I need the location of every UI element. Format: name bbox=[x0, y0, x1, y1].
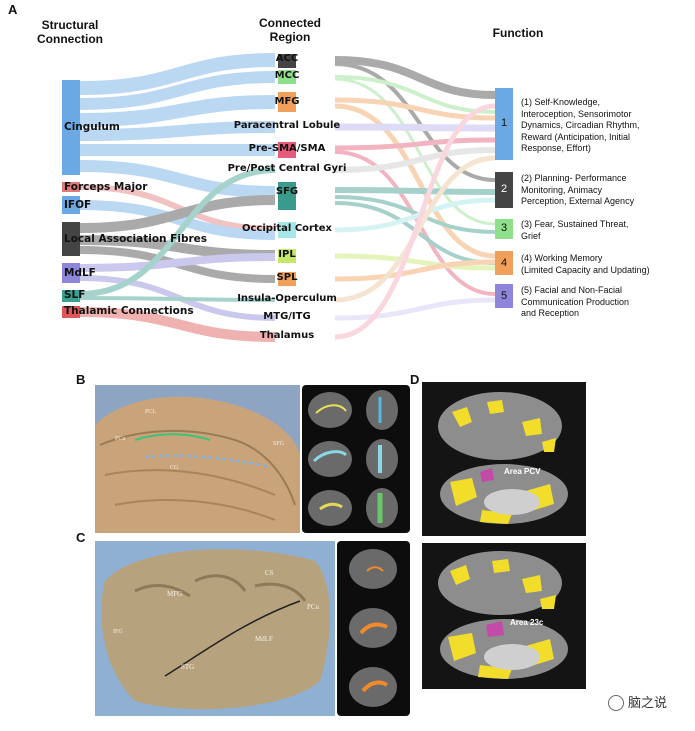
source-node-slf bbox=[62, 290, 80, 302]
flow-forceps-occipital bbox=[79, 184, 276, 232]
source-node-cingulum bbox=[62, 80, 80, 175]
region-node-acc bbox=[278, 54, 296, 68]
region-node-mcc bbox=[278, 70, 296, 84]
region-node-ipl bbox=[278, 249, 296, 263]
flow-mdlf-mtg bbox=[79, 275, 276, 321]
function-node-5 bbox=[495, 284, 513, 308]
function-header: Function bbox=[492, 26, 544, 40]
brain-map-23c: Area 23c bbox=[422, 543, 586, 689]
flow-cingulum-paracentral bbox=[79, 121, 276, 141]
region-label-prepost-central: Pre/Post Central Gyri bbox=[227, 163, 347, 174]
dissection-photo-b: PCL SFG PCu CG bbox=[95, 385, 300, 533]
function-text-1: (1) Self-Knowledge, Interoception, Senso… bbox=[521, 97, 640, 153]
function-number-3: 3 bbox=[500, 222, 508, 234]
function-node-2 bbox=[495, 172, 513, 208]
region-node-spl bbox=[278, 272, 296, 286]
flow-slf-insula bbox=[79, 296, 276, 302]
panel-letter-c: C bbox=[76, 530, 86, 545]
function-number-2: 2 bbox=[500, 183, 508, 195]
photo-c-label-ifg: IFG bbox=[113, 629, 123, 635]
region-label-acc: ACC bbox=[275, 53, 299, 64]
flow-local-ipl bbox=[79, 235, 276, 260]
region-node-sfg bbox=[278, 182, 296, 210]
photo-b-label-cg: CG bbox=[170, 465, 179, 471]
function-node-3 bbox=[495, 219, 513, 239]
source-node-mdlf bbox=[62, 263, 80, 283]
function-text-4: (4) Working Memory (Limited Capacity and… bbox=[521, 253, 650, 275]
panel-letter-d: D bbox=[410, 372, 420, 387]
mri-column-c bbox=[337, 541, 410, 716]
function-text-5: (5) Facial and Non-Facial Communication … bbox=[521, 285, 630, 318]
watermark-text: 脑之说 bbox=[628, 695, 668, 710]
region-label-presma: Pre-SMA/SMA bbox=[248, 143, 326, 154]
flow-slf-prepost bbox=[79, 167, 276, 297]
brain-map-pcv: Area PCV bbox=[422, 382, 586, 536]
source-node-ifof bbox=[62, 196, 80, 214]
region-label-thalamus: Thalamus bbox=[259, 330, 315, 341]
region-label-mcc: MCC bbox=[274, 70, 300, 81]
structural-connection-header: Structural Connection bbox=[37, 18, 103, 46]
source-node-thalamic bbox=[62, 306, 80, 318]
region-label-mtg-itg: MTG/ITG bbox=[263, 311, 311, 322]
area-23c-label: Area 23c bbox=[510, 618, 544, 627]
function-number-4: 4 bbox=[500, 257, 508, 269]
source-label-forceps-major: Forceps Major bbox=[64, 181, 148, 193]
sankey-diagram bbox=[62, 53, 513, 342]
mri-grid-b bbox=[302, 385, 410, 533]
source-node-local bbox=[62, 222, 80, 256]
function-number-5: 5 bbox=[500, 290, 508, 302]
flow-thalamic-thalamus bbox=[79, 307, 276, 342]
region-label-occipital: Occipital Cortex bbox=[242, 223, 332, 234]
flow-cingulum-acc bbox=[79, 53, 276, 95]
region-function-flows bbox=[334, 56, 496, 340]
function-node-4 bbox=[495, 251, 513, 275]
function-text-3: (3) Fear, Sustained Threat, Grief bbox=[521, 219, 629, 241]
region-label-insula: Insula-Operculum bbox=[237, 293, 337, 304]
region-label-spl: SPL bbox=[276, 272, 298, 283]
photo-c-label-cs: CS bbox=[265, 569, 274, 577]
source-label-mdlf: MdLF bbox=[64, 267, 96, 279]
photo-c-label-mdlf: MdLF bbox=[255, 635, 273, 643]
flow-local-spl bbox=[79, 246, 276, 283]
region-node-presma bbox=[278, 142, 296, 158]
flow-cingulum-sfg bbox=[79, 160, 276, 198]
photo-b-label-pcl: PCL bbox=[145, 409, 156, 415]
flow-cingulum-mcc bbox=[79, 71, 276, 110]
source-label-local-association: Local Association Fibres bbox=[64, 233, 208, 245]
function-text-2: (2) Planning- Performance Monitoring, An… bbox=[521, 173, 635, 206]
region-label-mfg: MFG bbox=[274, 96, 300, 107]
connected-region-header: Connected Region bbox=[258, 16, 321, 44]
region-label-paracentral: Paracentral Lobule bbox=[233, 120, 341, 131]
source-label-slf: SLF bbox=[64, 289, 86, 301]
flow-ifof-occipital bbox=[79, 200, 276, 240]
photo-b-label-sfg: SFG bbox=[273, 441, 285, 447]
function-node-1 bbox=[495, 88, 513, 160]
source-label-thalamic: Thalamic Connections bbox=[64, 305, 194, 317]
flow-local-sfg bbox=[79, 195, 276, 233]
photo-b-label-pcu: PCu bbox=[115, 436, 125, 442]
panel-letter-a: A bbox=[8, 2, 18, 17]
flow-mdlf-ipl bbox=[79, 253, 276, 272]
region-node-occipital bbox=[278, 222, 296, 238]
region-label-sfg: SFG bbox=[275, 186, 299, 197]
source-label-ifof: IFOF bbox=[64, 199, 92, 211]
source-node-forceps bbox=[62, 182, 80, 192]
photo-c-label-mfg: MFG bbox=[167, 590, 182, 598]
photo-c-label-pcu: PCu bbox=[307, 603, 320, 611]
watermark-icon bbox=[608, 694, 624, 711]
region-label-ipl: IPL bbox=[278, 249, 296, 260]
source-region-flows bbox=[79, 53, 276, 342]
function-number-1: 1 bbox=[500, 117, 508, 129]
region-node-mfg bbox=[278, 92, 296, 112]
photo-c-label-stg: STG bbox=[181, 663, 194, 671]
flow-cingulum-mfg bbox=[79, 95, 276, 127]
panel-letter-b: B bbox=[76, 372, 86, 387]
watermark: 脑之说 bbox=[608, 692, 667, 712]
dissection-photo-c: CS MFG PCu MdLF STG IFG bbox=[95, 541, 335, 716]
source-label-cingulum: Cingulum bbox=[64, 121, 120, 133]
area-pcv-label: Area PCV bbox=[504, 467, 541, 476]
